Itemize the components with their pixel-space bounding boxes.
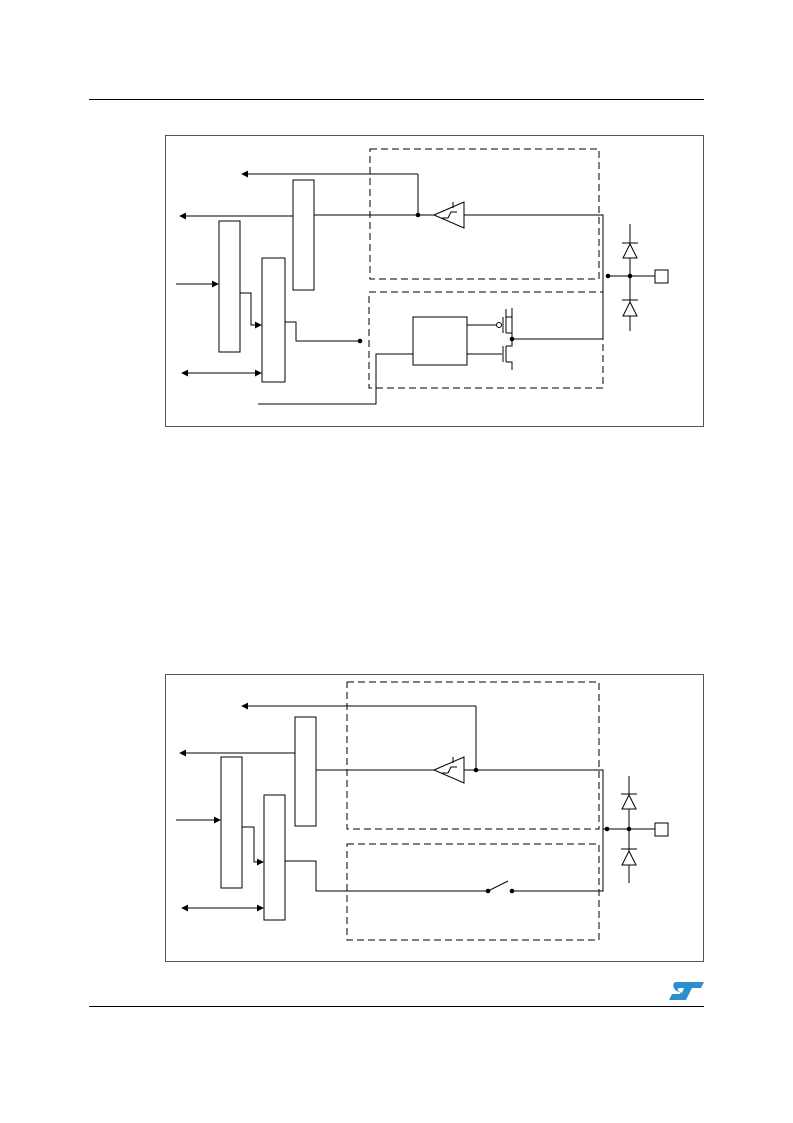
register-link [242, 826, 264, 866]
protection-diode-bottom [621, 849, 637, 866]
input-driver-region [346, 681, 600, 830]
analog-switch [487, 880, 509, 892]
alt-function-line [258, 353, 413, 405]
output-control-block [263, 794, 286, 921]
st-logo-mark [669, 982, 704, 1000]
protection-diode-top [622, 242, 638, 259]
register-link [240, 292, 262, 329]
footer-rule [89, 1006, 704, 1007]
diagram-canvas [176, 148, 669, 405]
output-data-register [220, 756, 243, 889]
output-control-block [261, 257, 286, 383]
io-pin-pad [654, 822, 669, 837]
input-driver-region [369, 148, 600, 280]
io-pin-pad [654, 269, 669, 284]
protection-diode-bottom [622, 300, 638, 317]
protection-diode-top [621, 793, 637, 810]
st-logo [668, 980, 706, 1002]
input-data-register [294, 716, 317, 827]
output-data-register [218, 220, 241, 353]
control-line [285, 321, 360, 342]
input-data-register [292, 179, 315, 291]
analog-region [346, 843, 600, 941]
diagram-canvas [176, 681, 669, 941]
io-diagram-output-driver [165, 135, 704, 427]
output-driver-region [368, 291, 604, 389]
header-rule [89, 99, 704, 100]
pmos-gate-bubble [496, 322, 502, 328]
output-control-logic [412, 316, 468, 366]
io-diagram-analog-switch [165, 674, 704, 962]
